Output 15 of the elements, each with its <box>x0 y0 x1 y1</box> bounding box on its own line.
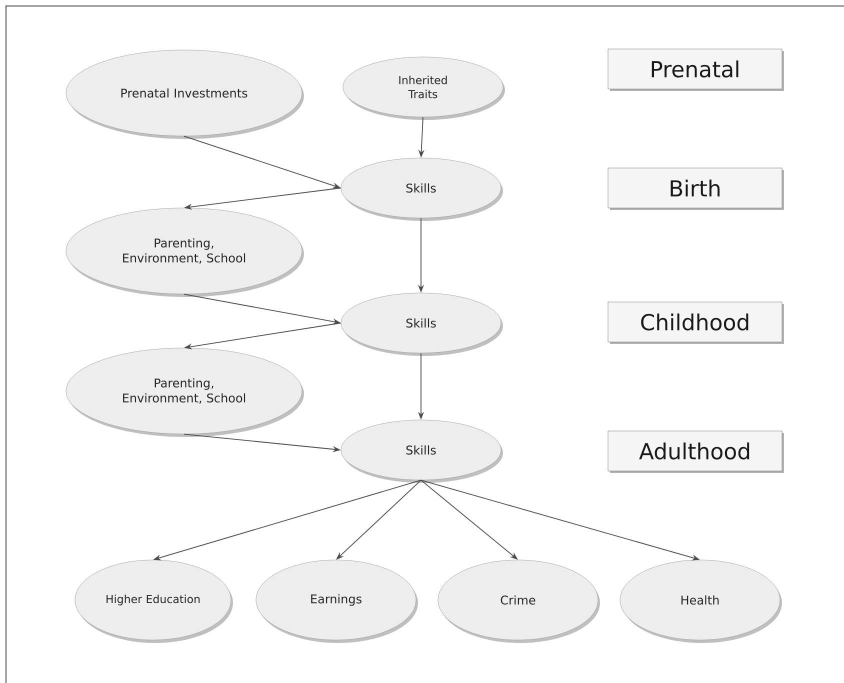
stage-box: Birth <box>608 168 784 210</box>
stage-box: Prenatal <box>608 48 784 91</box>
oval-node: Skills <box>340 420 503 483</box>
stage-box: Childhood <box>608 302 784 344</box>
stage-box: Adulthood <box>608 430 784 473</box>
oval-node: Crime <box>438 560 600 643</box>
oval-node: Higher Education <box>74 560 233 643</box>
oval-node: Inherited Traits <box>342 56 505 120</box>
oval-node: Earnings <box>256 560 418 643</box>
oval-node: Parenting, Environment, School <box>66 348 304 437</box>
oval-node: Prenatal Investments <box>66 50 304 139</box>
oval-node: Skills <box>340 292 503 356</box>
oval-node: Skills <box>340 158 503 221</box>
oval-node: Health <box>620 560 782 643</box>
oval-node: Parenting, Environment, School <box>66 208 304 297</box>
